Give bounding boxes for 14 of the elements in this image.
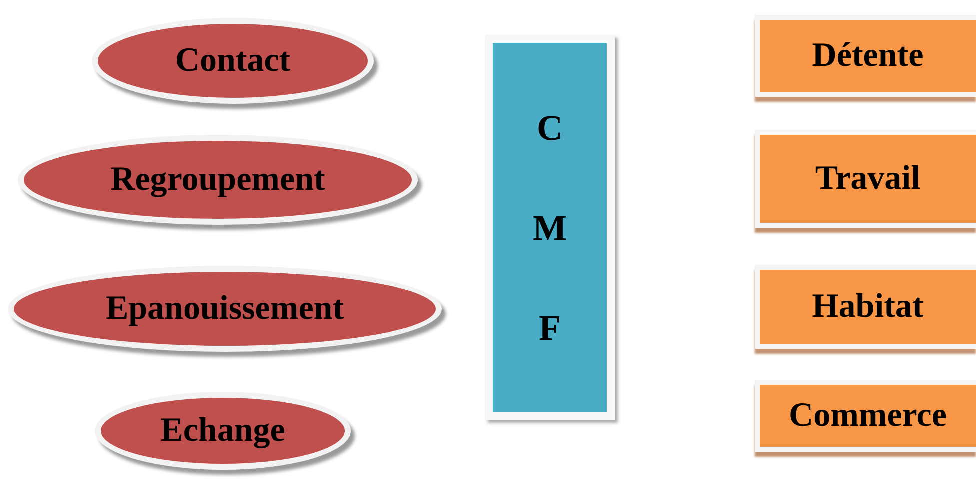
node-label: Echange	[160, 412, 286, 450]
node-label: Epanouissement	[106, 290, 344, 328]
column-box	[485, 35, 615, 420]
rect-box	[755, 130, 976, 228]
rect-box	[755, 15, 976, 97]
node-label: Habitat	[812, 288, 924, 326]
node-label: Travail	[815, 160, 921, 198]
node-label: Détente	[812, 37, 924, 75]
node-label: Contact	[175, 42, 291, 80]
node-label: Regroupement	[110, 161, 326, 199]
rect-box	[755, 380, 976, 452]
node-label: Commerce	[789, 397, 947, 435]
rect-box	[755, 265, 976, 349]
node-label: C M F	[532, 106, 568, 350]
